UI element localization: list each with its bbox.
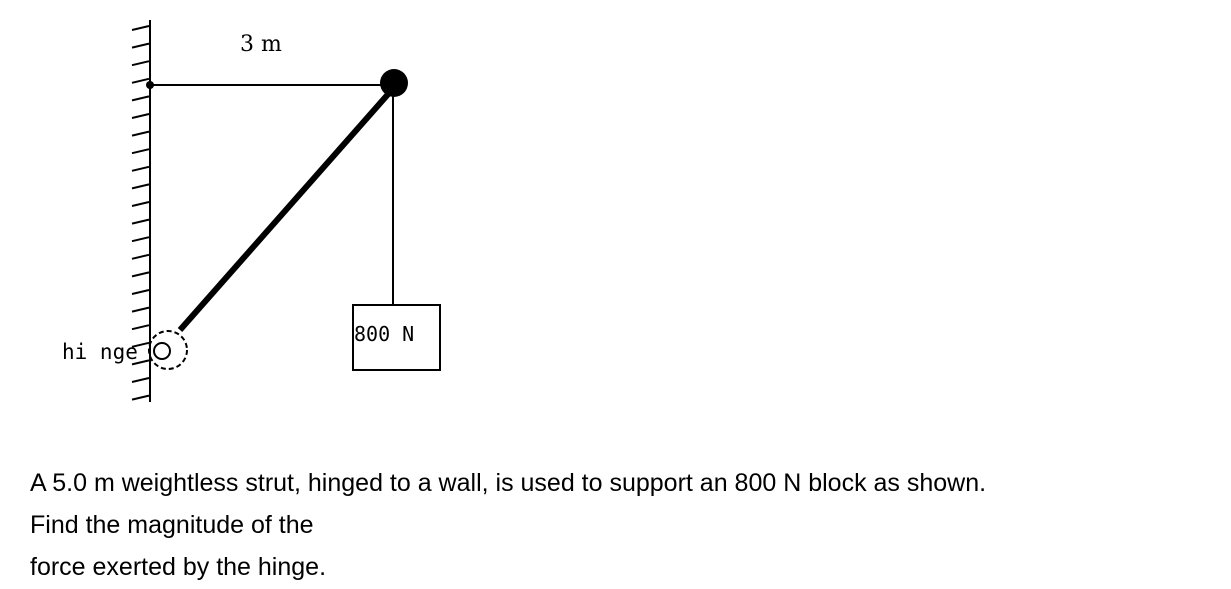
hatch-tick xyxy=(131,218,150,225)
hatch-tick xyxy=(131,306,150,313)
hinge-outer-circle xyxy=(148,330,188,370)
hatch-tick xyxy=(131,201,150,207)
hatch-tick xyxy=(131,42,150,49)
strut xyxy=(177,90,393,332)
hatch-tick xyxy=(131,183,150,190)
problem-statement: A 5.0 m weightless strut, hinged to a wa… xyxy=(30,462,986,588)
hatch-tick xyxy=(131,77,150,84)
problem-line: Find the magnitude of the xyxy=(30,511,314,539)
hatch-tick xyxy=(131,253,150,260)
problem-line: A 5.0 m weightless strut, hinged to a wa… xyxy=(30,469,987,497)
hatch-tick xyxy=(131,271,150,278)
hatch-tick xyxy=(131,377,150,383)
block xyxy=(352,304,441,371)
hinge-label: hi nge xyxy=(62,340,138,364)
hatch-tick xyxy=(131,113,150,119)
hinge-pin xyxy=(153,342,171,360)
hatch-tick xyxy=(131,148,150,155)
joint-dot xyxy=(380,69,408,97)
hatch-tick xyxy=(131,341,150,348)
hatch-tick xyxy=(131,130,150,137)
hatch-tick xyxy=(131,359,150,366)
hatch-tick xyxy=(131,394,150,401)
block-weight-label: 800 N xyxy=(354,322,415,346)
hatch-tick xyxy=(131,60,150,67)
hatch-tick xyxy=(131,165,150,172)
hatch-tick xyxy=(131,95,150,102)
distance-label: 3 m xyxy=(240,32,282,57)
wall-hatching xyxy=(131,25,150,401)
hatch-tick xyxy=(131,289,150,295)
hatch-tick xyxy=(131,324,150,331)
hatch-tick xyxy=(131,25,150,31)
hatch-tick xyxy=(131,236,150,243)
problem-line: force exerted by the hinge. xyxy=(30,553,327,581)
